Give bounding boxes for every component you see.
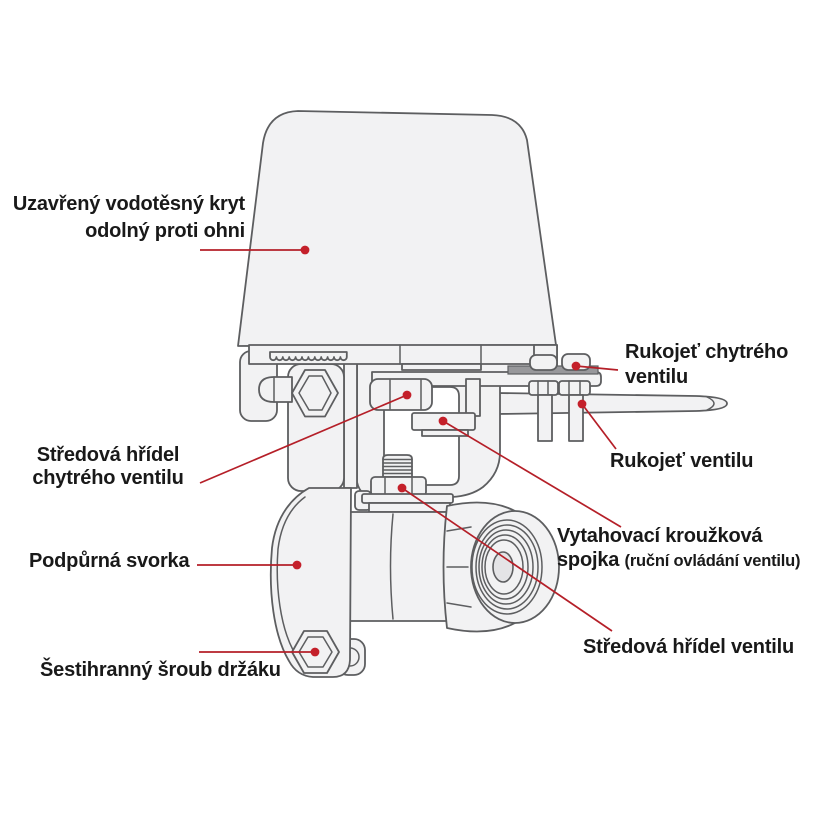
label-waterproof-cover-line2: odolný proti ohni (85, 220, 245, 242)
serration-drawing (269, 351, 348, 362)
label-valve-center-shaft: Středová hřídel ventilu (583, 636, 795, 658)
label-waterproof-cover-line1: Uzavřený vodotěsný kryt (12, 193, 245, 215)
leader-dot (292, 560, 302, 570)
label-valve-handle: Rukojeť ventilu (610, 450, 754, 472)
support-clamp-drawing (269, 487, 352, 678)
label-pull-ring-coupling: Vytahovací kroužková spojka (ruční ovlád… (557, 524, 801, 573)
leader-dot (571, 361, 581, 371)
label-smart-valve-center-shaft: Středová hřídel chytrého ventilu (22, 444, 194, 490)
leader-dot (300, 245, 310, 255)
label-smart-valve-center-shaft-line2: chytrého ventilu (32, 467, 184, 489)
label-waterproof-cover: Uzavřený vodotěsný kryt odolný proti ohn… (0, 191, 245, 245)
label-smart-valve-center-shaft-line1: Středová hřídel (36, 444, 180, 466)
bracket-side-cylinder-drawing (258, 376, 293, 403)
label-smart-valve-handle: Rukojeť chytrého ventilu (625, 340, 788, 390)
coupling-post-drawing (465, 378, 481, 417)
leader-lines (197, 245, 622, 657)
leader-dot (310, 647, 320, 657)
label-pull-ring-coupling-line2: spojka (557, 549, 620, 571)
label-pull-ring-coupling-line1: Vytahovací kroužková (557, 525, 763, 547)
label-smart-valve-handle-line2: ventilu (625, 366, 689, 388)
leader-dot (397, 483, 407, 493)
leader-dot (577, 399, 587, 409)
label-smart-valve-handle-line1: Rukojeť chytrého (625, 341, 789, 363)
bracket-hex-bolt-drawing (291, 369, 339, 418)
stem-flange-drawing (354, 490, 454, 513)
smart-shaft-coupling-drawing (369, 378, 433, 411)
label-support-clamp: Podpůrná svorka (29, 550, 190, 572)
leader-dot (438, 416, 448, 426)
housing-slot-drawing (343, 361, 358, 489)
actuator-cap-drawing (237, 110, 557, 347)
label-bracket-hex-bolt: Šestihranný šroub držáku (40, 659, 281, 681)
valve-handle-drawing (497, 392, 728, 415)
leader-dot (402, 390, 412, 400)
coupling-nut-drawing (442, 501, 560, 633)
label-pull-ring-coupling-note: (ruční ovládání ventilu) (624, 552, 801, 570)
